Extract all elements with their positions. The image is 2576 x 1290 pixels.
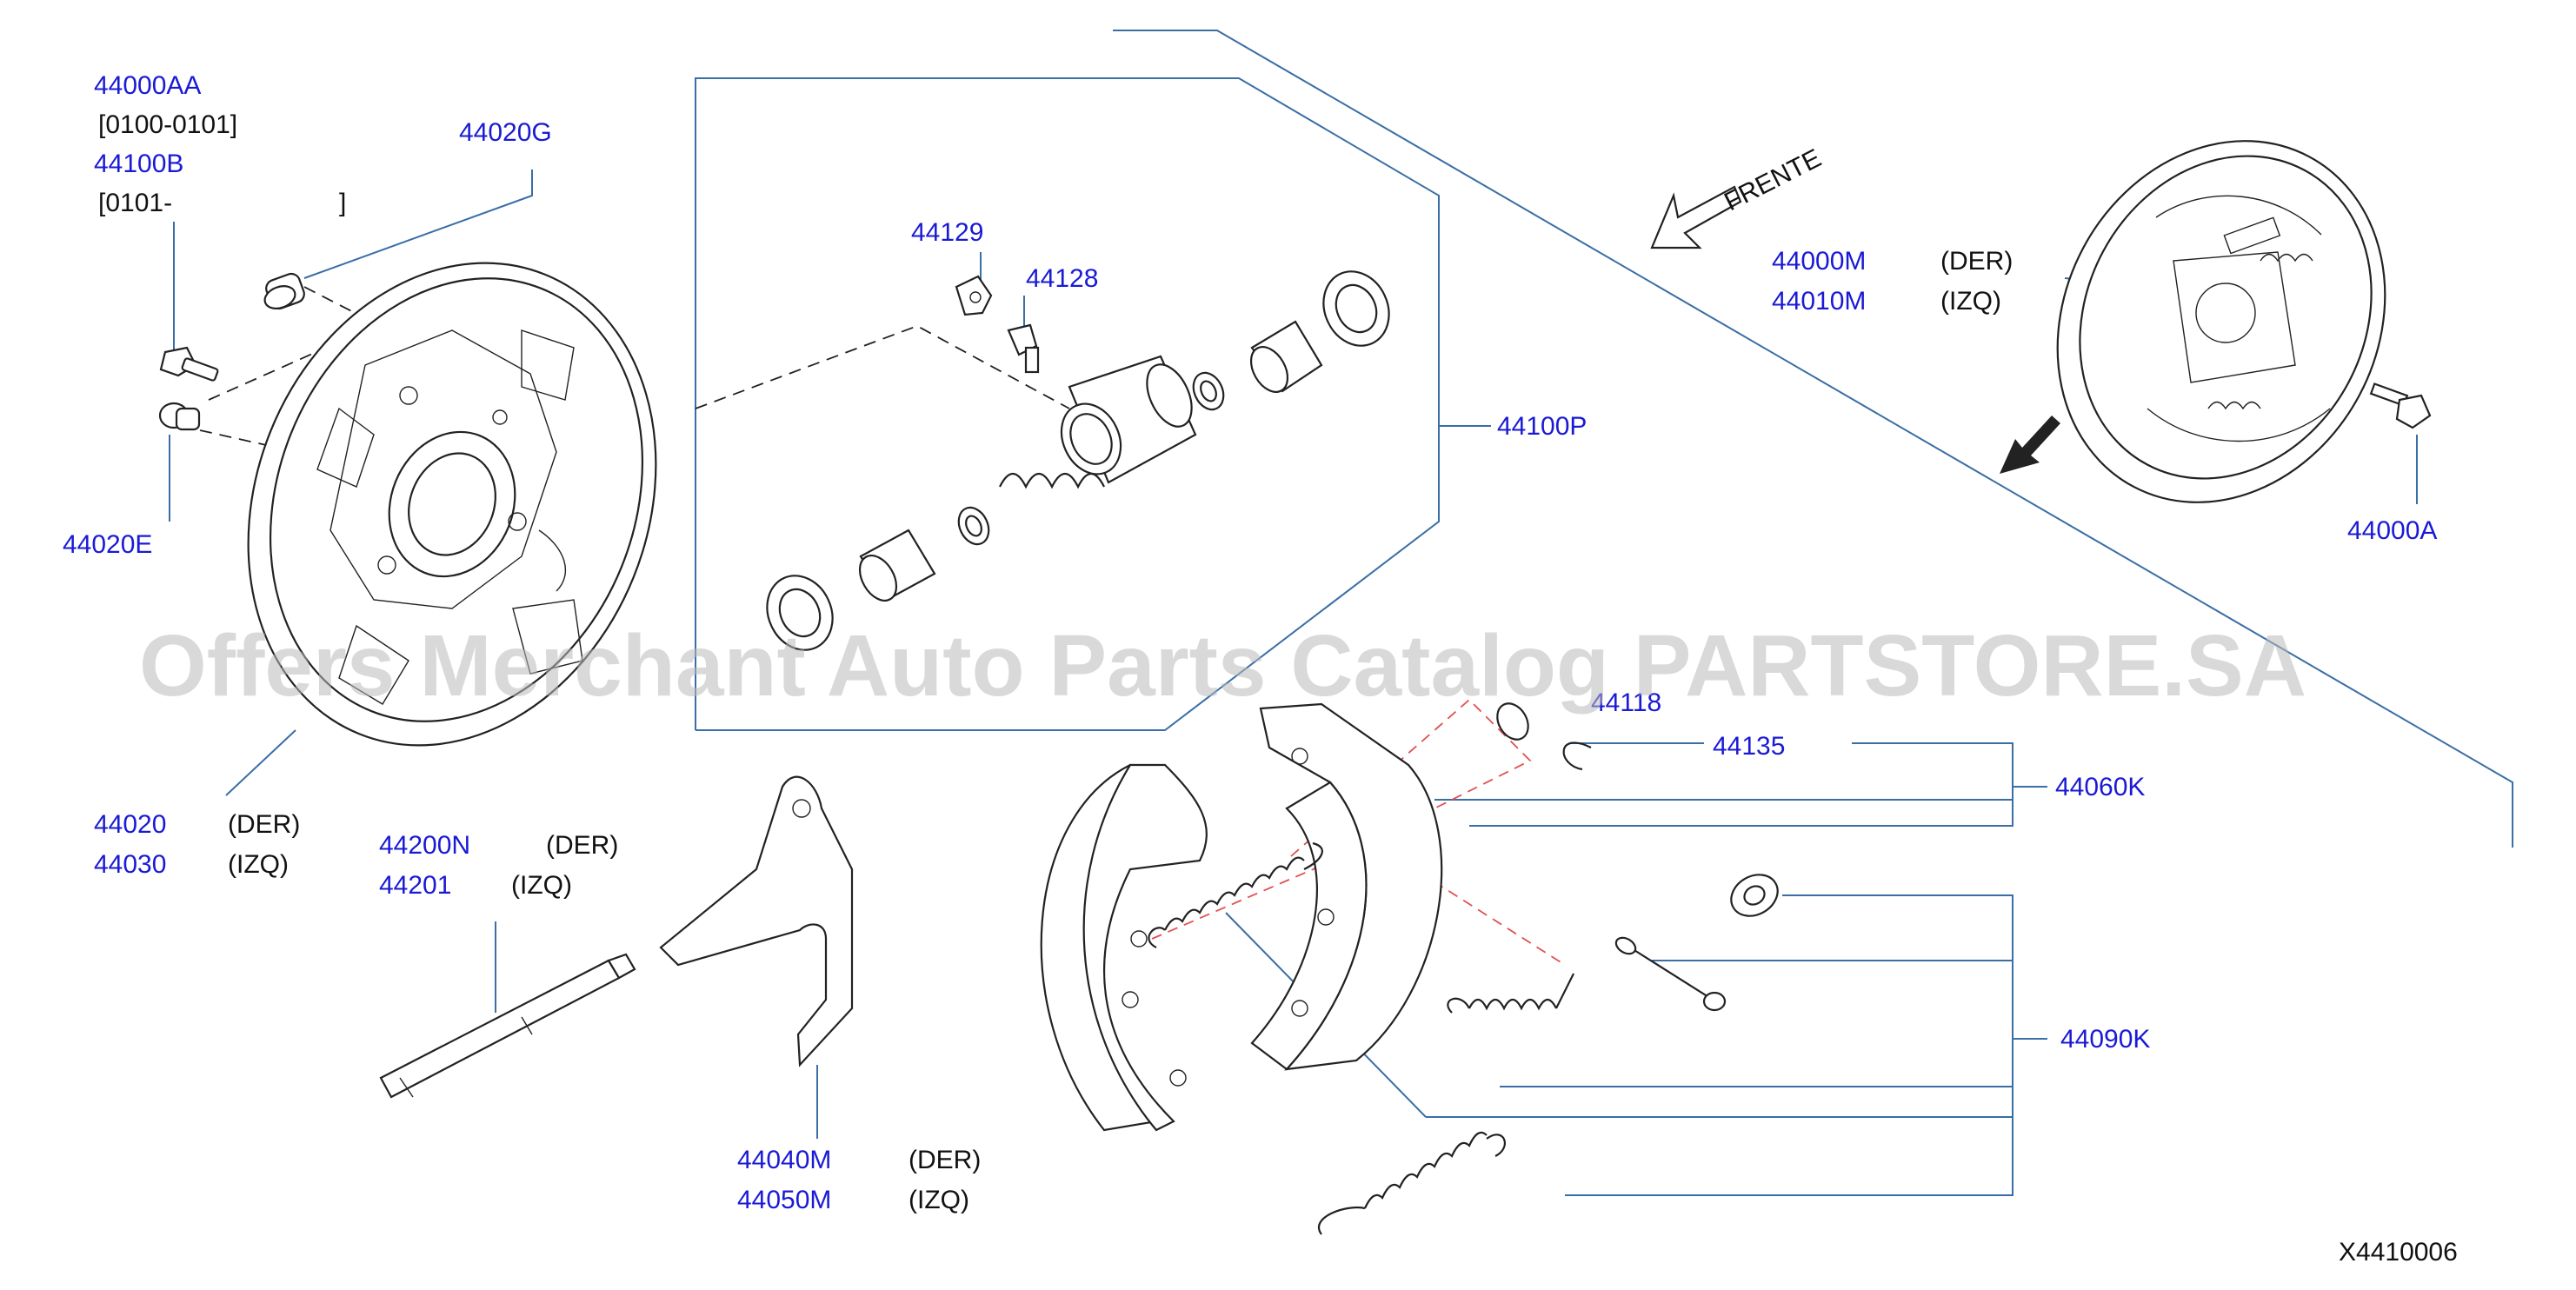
small-spring[interactable] [1447, 973, 1574, 1014]
range-label-2-close: ] [339, 189, 346, 217]
backing-plate[interactable] [178, 201, 727, 807]
range-label-2: [0101- [98, 189, 172, 217]
callout-44129[interactable]: 44129 [911, 218, 983, 247]
side-izq-44201: (IZQ) [511, 871, 572, 900]
callout-44050m[interactable]: 44050M [737, 1186, 831, 1214]
parking-lever[interactable] [659, 775, 854, 1067]
plug-44020e[interactable] [158, 402, 201, 431]
adjuster-strut[interactable] [379, 953, 636, 1099]
callout-44128[interactable]: 44128 [1026, 264, 1098, 293]
return-spring-upper[interactable] [1148, 841, 1323, 948]
brake-shoe-rear[interactable] [1250, 702, 1443, 1071]
side-izq-44050m: (IZQ) [909, 1186, 969, 1214]
bolt-44000aa[interactable] [159, 346, 219, 382]
hold-down-pin[interactable] [1614, 934, 1727, 1012]
wheel-cylinder-parts[interactable] [755, 261, 1401, 661]
callout-44135[interactable]: 44135 [1713, 732, 1785, 761]
callout-44060k[interactable]: 44060K [2055, 773, 2145, 801]
watermark-text: Offers Merchant Auto Parts Catalog PARTS… [139, 617, 2306, 715]
callout-44000m[interactable]: 44000M [1772, 247, 1866, 276]
leader-lines [169, 30, 2513, 1196]
callout-44100p[interactable]: 44100P [1497, 412, 1587, 441]
callout-labels: 44000AA [0100-0101] 44100B [0101- ] 4402… [63, 71, 2458, 1267]
grommet-44020g[interactable] [262, 271, 307, 312]
callout-44020e[interactable]: 44020E [63, 530, 152, 559]
side-der-44000m: (DER) [1940, 247, 2013, 276]
side-izq-44030: (IZQ) [228, 850, 289, 879]
callout-44000aa[interactable]: 44000AA [94, 71, 201, 100]
side-der-44040m: (DER) [909, 1146, 981, 1174]
callout-44201[interactable]: 44201 [379, 871, 451, 900]
direction-label: FRENTE [1720, 143, 1826, 216]
direction-arrows [1650, 185, 2060, 474]
side-der-44200n: (DER) [546, 831, 618, 860]
bolt-44000a[interactable] [2369, 382, 2432, 429]
return-spring-lower[interactable] [1318, 1131, 1506, 1235]
side-izq-44010m: (IZQ) [1940, 287, 2001, 316]
callout-44200n[interactable]: 44200N [379, 831, 470, 860]
callout-44030[interactable]: 44030 [94, 850, 166, 879]
callout-44040m[interactable]: 44040M [737, 1146, 831, 1174]
callout-44100b[interactable]: 44100B [94, 150, 183, 178]
retainer-clip[interactable] [1491, 698, 1592, 771]
brake-assembly[interactable] [1995, 83, 2447, 561]
brake-shoe-front[interactable] [1040, 763, 1208, 1132]
callout-44090k[interactable]: 44090K [2060, 1025, 2150, 1054]
hold-down-cup[interactable] [1724, 867, 1785, 924]
side-der-44020: (DER) [228, 810, 300, 839]
diagram-code: X4410006 [2339, 1238, 2458, 1267]
callout-44000a[interactable]: 44000A [2347, 516, 2437, 545]
callout-44118[interactable]: 44118 [1591, 688, 1661, 717]
callout-44020g[interactable]: 44020G [459, 118, 552, 147]
range-label-1: [0100-0101] [98, 110, 237, 139]
callout-44020[interactable]: 44020 [94, 810, 166, 839]
callout-44010m[interactable]: 44010M [1772, 287, 1866, 316]
